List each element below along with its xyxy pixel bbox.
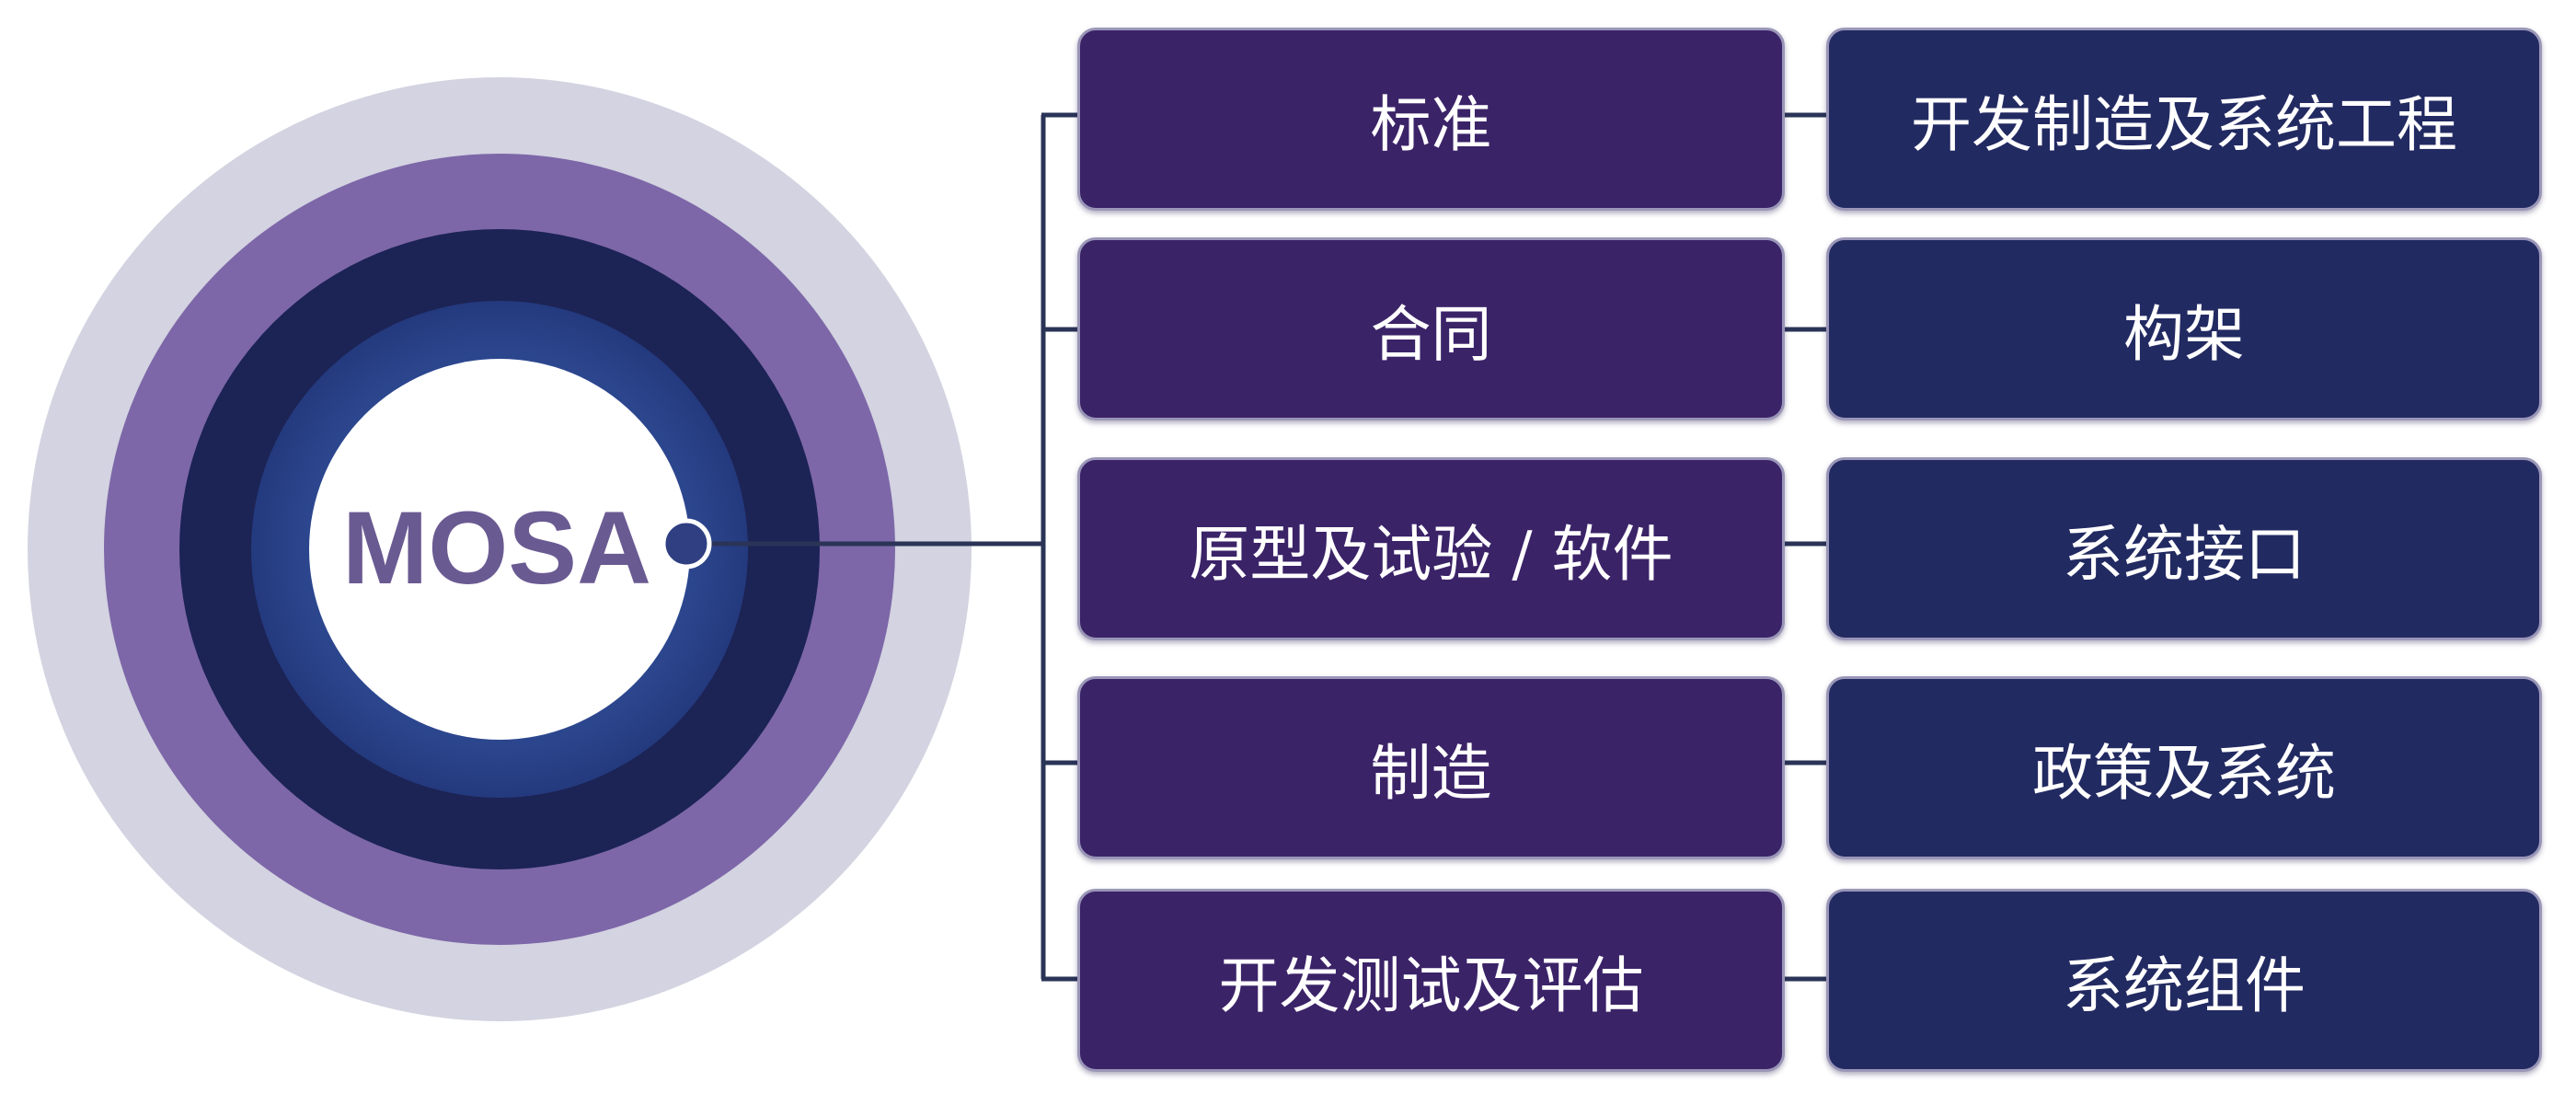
right-box-architecture: 构架 bbox=[1826, 237, 2542, 420]
left-box-contracts: 合同 bbox=[1077, 237, 1785, 420]
left-box-standards: 标准 bbox=[1077, 28, 1785, 211]
right-box-dev-manufacturing-systems-engineering: 开发制造及系统工程 bbox=[1826, 28, 2542, 211]
center-dot bbox=[661, 518, 712, 570]
left-box-manufacturing: 制造 bbox=[1077, 676, 1785, 859]
right-box-policy-and-systems: 政策及系统 bbox=[1826, 676, 2542, 859]
left-box-prototype-test-software: 原型及试验 / 软件 bbox=[1077, 457, 1785, 640]
inner-white-circle bbox=[309, 359, 690, 740]
right-box-system-interfaces: 系统接口 bbox=[1826, 457, 2542, 640]
center-label: MOSA bbox=[342, 490, 651, 605]
left-box-dev-test-evaluation: 开发测试及评估 bbox=[1077, 889, 1785, 1072]
right-box-system-components: 系统组件 bbox=[1826, 889, 2542, 1072]
